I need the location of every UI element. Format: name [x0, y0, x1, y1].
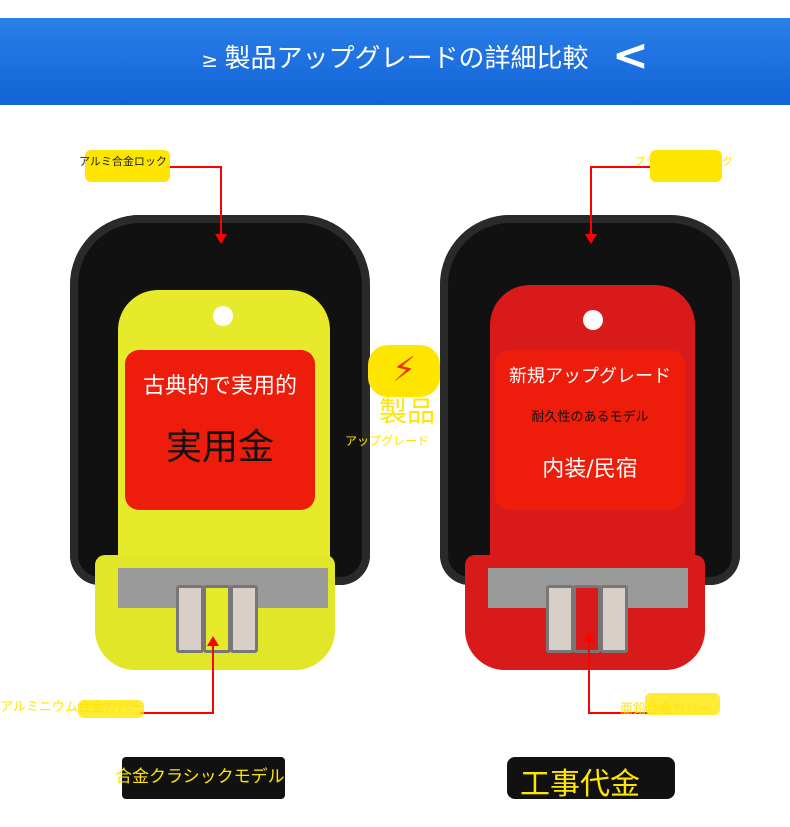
right-dial[interactable] [573, 585, 601, 653]
header-banner [0, 18, 790, 105]
arrow-down-icon [585, 234, 597, 244]
left-line1: 古典的で実用的 [142, 374, 297, 399]
left-top-label: アルミ合金ロック [79, 155, 167, 168]
right-model-label: 工事代金 [520, 767, 640, 802]
right-line2: 耐久性のあるモデル [531, 410, 649, 425]
upgrade-sub: アップグレード [345, 434, 430, 448]
left-dial[interactable] [176, 585, 204, 653]
left-model-label: 合金クラシックモデル [115, 767, 285, 787]
right-dial[interactable] [600, 585, 628, 653]
right-bottom-label: 亜鉛合金カバー [620, 702, 712, 717]
right-top-tag [650, 150, 722, 182]
right-top-label: プラスチックロック [634, 155, 733, 168]
right-model-box [507, 757, 675, 799]
page-title: ≥ 製品アップグレードの詳細比較 [201, 44, 589, 74]
left-dial[interactable] [230, 585, 258, 653]
left-hole [213, 306, 233, 326]
chevron-left-icon[interactable]: < [612, 30, 649, 81]
upgrade-badge: 製品 [378, 395, 435, 428]
left-top-tag [85, 150, 170, 182]
arrow-up-icon [207, 636, 219, 646]
right-feature-box: 新規アップグレード 耐久性のあるモデル 内装/民宿 [495, 350, 685, 510]
left-feature-box: 古典的で実用的 実用金 [125, 350, 315, 510]
arrow-up-icon [583, 632, 595, 642]
left-line2: 実用金 [165, 427, 274, 468]
right-dial[interactable] [546, 585, 574, 653]
right-line3: 内装/民宿 [542, 457, 638, 482]
right-line1: 新規アップグレード [509, 366, 671, 387]
left-bottom-label: アルミニウム合金カバー [0, 700, 143, 715]
lightning-icon: ⚡ [368, 345, 440, 397]
arrow-down-icon [215, 234, 227, 244]
right-hole [583, 310, 603, 330]
left-model-box [122, 757, 285, 799]
sparkle-icon: ≥ [201, 48, 225, 72]
